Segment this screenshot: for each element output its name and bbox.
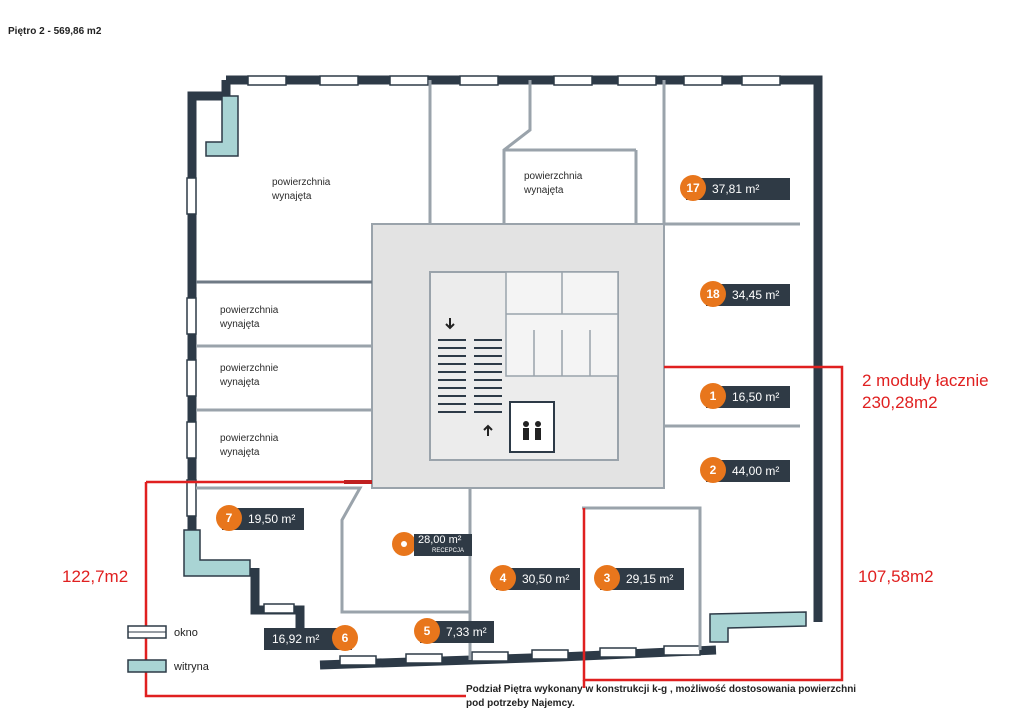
legend-swatches (127, 625, 167, 673)
room-label: powierzchnie (220, 363, 279, 374)
module-outline (144, 365, 844, 698)
unit-area: 19,50 m² (248, 512, 296, 526)
unit-number-badge: 7 (216, 505, 242, 531)
unit-2-label[interactable]: 2 44,00 m² (700, 457, 790, 483)
room-label: powierzchnia (272, 177, 331, 188)
unit-number-badge: 1 (700, 383, 726, 409)
unit-4-label[interactable]: 4 30,50 m² (490, 565, 580, 591)
unit-number-badge: 17 (680, 175, 706, 201)
unit-area: 44,00 m² (732, 464, 780, 478)
legend-storefront: witryna (174, 661, 209, 673)
room-label: powierzchnia (524, 171, 583, 182)
unit-area: 7,33 m² (446, 625, 487, 639)
unit-number-badge: 2 (700, 457, 726, 483)
legend-window: okno (174, 627, 198, 639)
unit-7-label[interactable]: 7 19,50 m² (216, 505, 304, 531)
storefronts (183, 95, 807, 643)
room-label: wynajęta (220, 319, 260, 330)
restrooms (505, 271, 619, 377)
unit-area: 37,81 m² (712, 182, 760, 196)
unit-number-badge: 4 (490, 565, 516, 591)
reception-area: 28,00 m² (418, 534, 462, 546)
unit-5-label[interactable]: 5 7,33 m² (414, 618, 494, 644)
person-icon (535, 421, 541, 427)
arrow-down-icon (445, 318, 455, 330)
room-rented-left-1: powierzchnia wynajęta (220, 304, 278, 332)
note-line1: Podział Piętra wykonany w konstrukcji k-… (466, 684, 857, 695)
floor-title: Piętro 2 - 569,86 m2 (8, 26, 102, 37)
right-area-annotation: 107,58m2 (858, 567, 934, 586)
unit-area: 34,45 m² (732, 288, 780, 302)
modules-annotation: 2 moduły łacznie 230,28m2 (862, 370, 989, 414)
left-area-annotation: 122,7m2 (62, 567, 129, 586)
reception-text: RECEPCJA (432, 548, 465, 554)
room-rented-left-2: powierzchnie wynajęta (220, 362, 278, 390)
unit-number-badge: 5 (414, 618, 440, 644)
unit-number-badge: 18 (700, 281, 726, 307)
room-rented-top-mid: powierzchnia wynajęta (524, 170, 582, 198)
unit-17-label[interactable]: 17 37,81 m² (680, 175, 790, 201)
elevator (509, 401, 555, 453)
interior-walls (196, 80, 800, 660)
unit-area: 29,15 m² (626, 572, 674, 586)
unit-6-label[interactable]: 16,92 m² 6 (264, 625, 358, 651)
arrow-up-icon (483, 424, 493, 436)
room-label: wynajęta (220, 377, 260, 388)
unit-number-badge: 6 (332, 625, 358, 651)
room-label: powierzchnia (220, 433, 279, 444)
unit-number-badge: 3 (594, 565, 620, 591)
windows (186, 75, 781, 666)
note-line2: pod potrzeby Najemcy. (466, 698, 575, 709)
room-label: powierzchnia (220, 305, 279, 316)
unit-18-label[interactable]: 18 34,45 m² (700, 281, 790, 307)
room-label: wynajęta (220, 447, 260, 458)
unit-area: 16,92 m² (272, 632, 320, 646)
unit-area: 30,50 m² (522, 572, 570, 586)
room-rented-left-3: powierzchnia wynajęta (220, 432, 278, 460)
storefront-swatch (127, 659, 167, 673)
reception-badge (392, 532, 416, 556)
unit-area: 16,50 m² (732, 390, 780, 404)
unit-1-label[interactable]: 1 16,50 m² (700, 383, 790, 409)
modules-line2: 230,28m2 (862, 393, 938, 412)
person-icon (523, 421, 529, 427)
room-label: wynajęta (272, 191, 312, 202)
room-rented-top-left: powierzchnia wynajęta (272, 176, 330, 204)
modules-line1: 2 moduły łacznie (862, 371, 989, 390)
staircase (438, 339, 502, 413)
unit-3-label[interactable]: 3 29,15 m² (594, 565, 684, 591)
layout-note: Podział Piętra wykonany w konstrukcji k-… (466, 683, 856, 711)
room-label: wynajęta (524, 185, 564, 196)
